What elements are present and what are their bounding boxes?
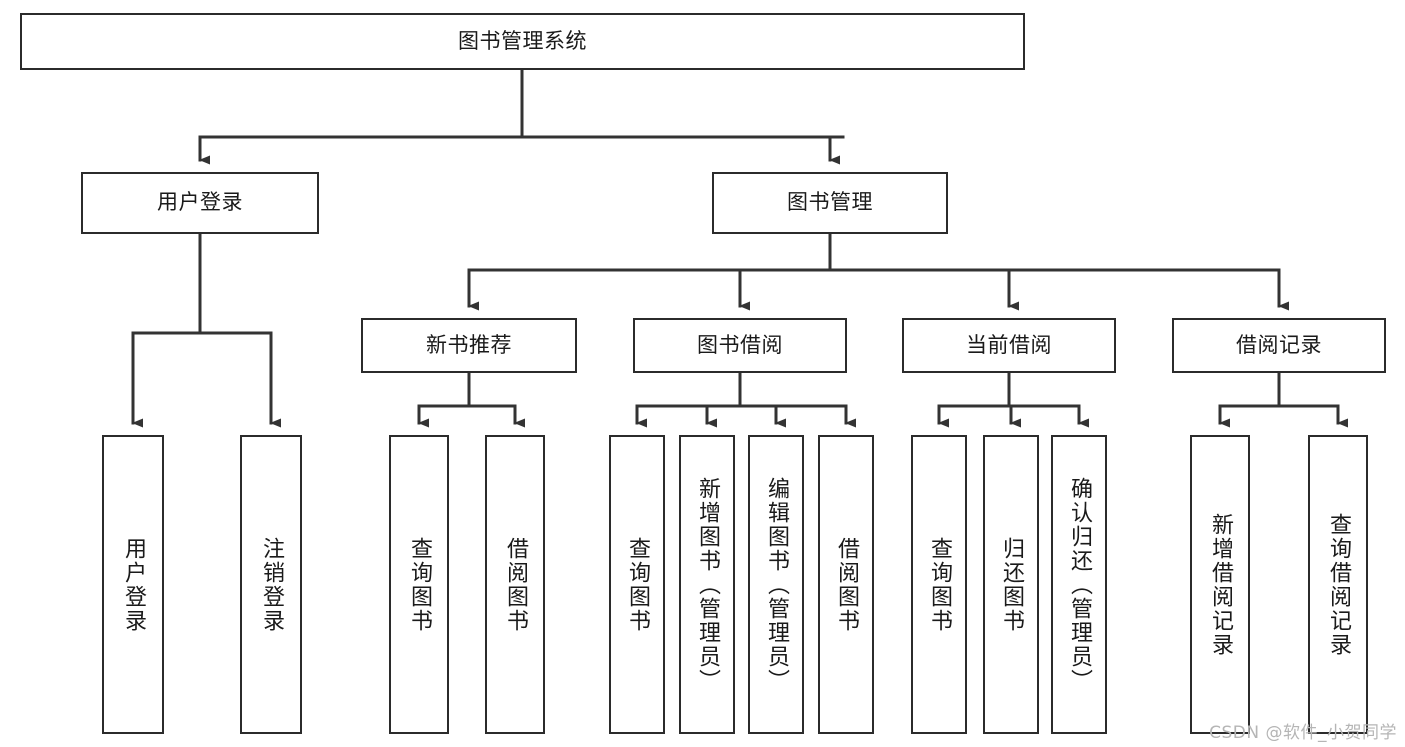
node-new-book-rec[interactable]: 新书推荐 [361,318,577,373]
node-leaf-edit-book[interactable]: 编辑图书（管理员） [748,435,804,734]
node-user-login-label: 用户登录 [157,190,243,215]
node-leaf-add-book-label: 新增图书（管理员） [695,476,720,693]
node-leaf-return-book-label: 归还图书 [999,536,1024,633]
node-new-book-rec-label: 新书推荐 [426,332,512,357]
node-leaf-query-book-1[interactable]: 查询图书 [389,435,449,734]
node-leaf-query-record[interactable]: 查询借阅记录 [1308,435,1368,734]
node-leaf-query-book-2[interactable]: 查询图书 [609,435,665,734]
node-leaf-add-record-label: 新增借阅记录 [1208,512,1233,657]
node-borrow-record-label: 借阅记录 [1236,332,1322,357]
node-borrow-record[interactable]: 借阅记录 [1172,318,1386,373]
node-leaf-borrow-book-1[interactable]: 借阅图书 [485,435,545,734]
node-leaf-confirm-return-label: 确认归还（管理员） [1067,476,1092,693]
node-book-manage[interactable]: 图书管理 [712,172,948,234]
node-leaf-logout[interactable]: 注销登录 [240,435,302,734]
node-leaf-logout-label: 注销登录 [259,536,284,633]
node-leaf-query-record-label: 查询借阅记录 [1326,512,1351,657]
node-leaf-return-book[interactable]: 归还图书 [983,435,1039,734]
node-leaf-query-book-2-label: 查询图书 [625,536,650,633]
node-leaf-user-login-label: 用户登录 [121,536,146,633]
node-current-borrow-label: 当前借阅 [966,332,1052,357]
node-leaf-user-login[interactable]: 用户登录 [102,435,164,734]
node-leaf-query-book-1-label: 查询图书 [407,536,432,633]
node-book-borrow[interactable]: 图书借阅 [633,318,847,373]
node-book-manage-label: 图书管理 [787,190,873,215]
node-root-label: 图书管理系统 [458,28,587,53]
node-user-login[interactable]: 用户登录 [81,172,319,234]
node-leaf-add-book[interactable]: 新增图书（管理员） [679,435,735,734]
node-leaf-borrow-book-1-label: 借阅图书 [503,536,528,633]
node-leaf-query-book-3[interactable]: 查询图书 [911,435,967,734]
node-leaf-query-book-3-label: 查询图书 [927,536,952,633]
node-leaf-add-record[interactable]: 新增借阅记录 [1190,435,1250,734]
node-leaf-borrow-book-2[interactable]: 借阅图书 [818,435,874,734]
node-leaf-confirm-return[interactable]: 确认归还（管理员） [1051,435,1107,734]
node-root[interactable]: 图书管理系统 [20,13,1025,70]
node-book-borrow-label: 图书借阅 [697,332,783,357]
node-current-borrow[interactable]: 当前借阅 [902,318,1116,373]
node-leaf-edit-book-label: 编辑图书（管理员） [764,476,789,693]
node-leaf-borrow-book-2-label: 借阅图书 [834,536,859,633]
